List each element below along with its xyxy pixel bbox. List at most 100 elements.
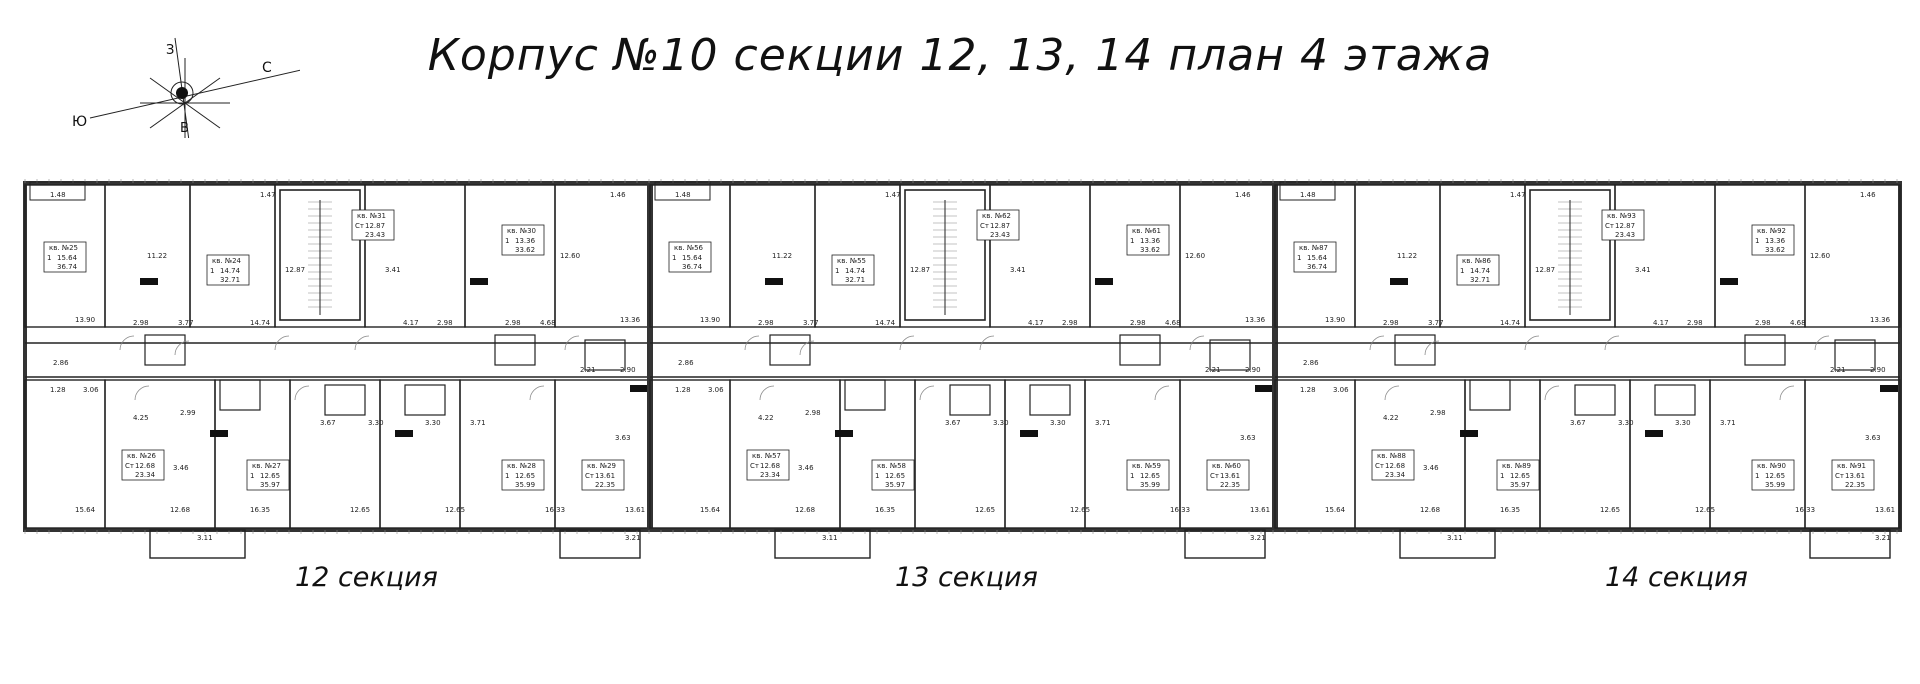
apartment-rooms: 1	[1755, 472, 1759, 480]
apartment-number: кв. №30	[507, 227, 536, 235]
apartment-rooms: Ст	[125, 462, 134, 470]
apartment-number: кв. №61	[1132, 227, 1161, 235]
apartment-label-box	[501, 459, 545, 491]
door-swing-icon	[1154, 385, 1170, 401]
door-swing-icon	[529, 385, 545, 401]
door-swing-icon	[1544, 385, 1560, 401]
apartment-total-area: 23.34	[1385, 471, 1406, 479]
apartment-label-box	[1496, 459, 1540, 491]
room-area: 4.22	[758, 414, 774, 422]
balcony-area: 3.11	[822, 534, 838, 542]
room-area: 4.17	[1028, 319, 1044, 327]
door-swing-icon	[1524, 335, 1540, 351]
room-area: 12.60	[1810, 252, 1830, 260]
bathroom	[324, 384, 366, 416]
room	[1804, 379, 1901, 529]
door-swing-icon	[919, 385, 935, 401]
apartment-total-area: 33.62	[1140, 246, 1160, 254]
apartment-number: кв. №58	[877, 462, 906, 470]
room-area: 2.98	[505, 319, 521, 327]
apartment-total-area: 23.34	[760, 471, 781, 479]
apartment-number: кв. №57	[752, 452, 781, 460]
room-area: 12.60	[1185, 252, 1205, 260]
apartment-living-area: 12.65	[1140, 472, 1160, 480]
room-area: 3.30	[368, 419, 384, 427]
room-area: 3.30	[993, 419, 1009, 427]
room-area: 13.36	[620, 316, 641, 324]
balcony	[1184, 529, 1266, 559]
room-area: 15.64	[1325, 506, 1346, 514]
apartment-living-area: 12.87	[365, 222, 385, 230]
room-area: 3.30	[425, 419, 441, 427]
bathroom	[1209, 339, 1251, 371]
room-area: 12.65	[975, 506, 995, 514]
apartment-label-box	[831, 254, 875, 286]
apartment-label-box	[1601, 209, 1645, 241]
room-area: 4.68	[1790, 319, 1806, 327]
apartment-total-area: 32.71	[845, 276, 865, 284]
apartment-total-area: 35.97	[885, 481, 905, 489]
balcony-area: 1.47	[1510, 191, 1526, 199]
balcony	[559, 529, 641, 559]
apartment-label-box	[746, 449, 790, 481]
apartment-label-box	[43, 241, 87, 273]
room-area: 2.21	[1830, 366, 1846, 374]
apartment-number: кв. №29	[587, 462, 616, 470]
apartment-living-area: 12.87	[1615, 222, 1635, 230]
apartment-number: кв. №56	[674, 244, 704, 252]
balcony-area: 1.47	[260, 191, 276, 199]
apartment-number: кв. №31	[357, 212, 386, 220]
apartment-rooms: 1	[1755, 237, 1759, 245]
door-swing-icon	[1369, 335, 1385, 351]
room	[459, 379, 556, 529]
room-area: 3.41	[385, 266, 401, 274]
apartment-label-box	[206, 254, 250, 286]
room-area: 3.71	[470, 419, 486, 427]
room-area: 2.98	[1430, 409, 1446, 417]
apartment-rooms: 1	[210, 267, 214, 275]
apartment-rooms: 1	[505, 237, 509, 245]
balcony-area: 3.21	[625, 534, 641, 542]
apartment-rooms: Ст	[1835, 472, 1844, 480]
apartment-number: кв. №92	[1757, 227, 1786, 235]
apartment-rooms: Ст	[1605, 222, 1614, 230]
apartment-rooms: 1	[1500, 472, 1504, 480]
room-area: 3.46	[798, 464, 814, 472]
section-divider-wall	[647, 183, 653, 530]
room-area: 3.06	[1333, 386, 1349, 394]
room-area: 2.21	[1205, 366, 1221, 374]
apartment-rooms: 1	[835, 267, 839, 275]
room-area: 12.68	[170, 506, 190, 514]
apartment-label-box	[1751, 459, 1795, 491]
room-area: 16.33	[545, 506, 565, 514]
apartment-living-area: 13.61	[1845, 472, 1865, 480]
apartment-total-area: 23.43	[365, 231, 385, 239]
apartment-number: кв. №62	[982, 212, 1011, 220]
room-area: 2.90	[620, 366, 636, 374]
kitchen-stove-icon	[470, 278, 488, 285]
room-area: 3.77	[178, 319, 194, 327]
apartment-rooms: 1	[875, 472, 879, 480]
kitchen-stove-icon	[395, 430, 413, 437]
apartment-total-area: 32.71	[1470, 276, 1490, 284]
room-area: 2.99	[180, 409, 196, 417]
room-area: 1.28	[675, 386, 691, 394]
staircase	[904, 189, 986, 321]
door-swing-icon	[134, 385, 150, 401]
room-area: 3.63	[1865, 434, 1881, 442]
apartment-number: кв. №87	[1299, 244, 1328, 252]
kitchen-stove-icon	[765, 278, 783, 285]
apartment-label-box	[1126, 224, 1170, 256]
bathroom	[1469, 379, 1511, 411]
room-area: 3.63	[1240, 434, 1256, 442]
apartment-label-box	[1751, 224, 1795, 256]
apartment-number: кв. №60	[1212, 462, 1241, 470]
door-swing-icon	[1779, 385, 1795, 401]
room-area: 13.61	[1875, 506, 1895, 514]
room-area: 13.61	[1250, 506, 1270, 514]
room-area: 4.17	[403, 319, 419, 327]
room-area: 3.67	[320, 419, 336, 427]
apartment-number: кв. №89	[1502, 462, 1531, 470]
